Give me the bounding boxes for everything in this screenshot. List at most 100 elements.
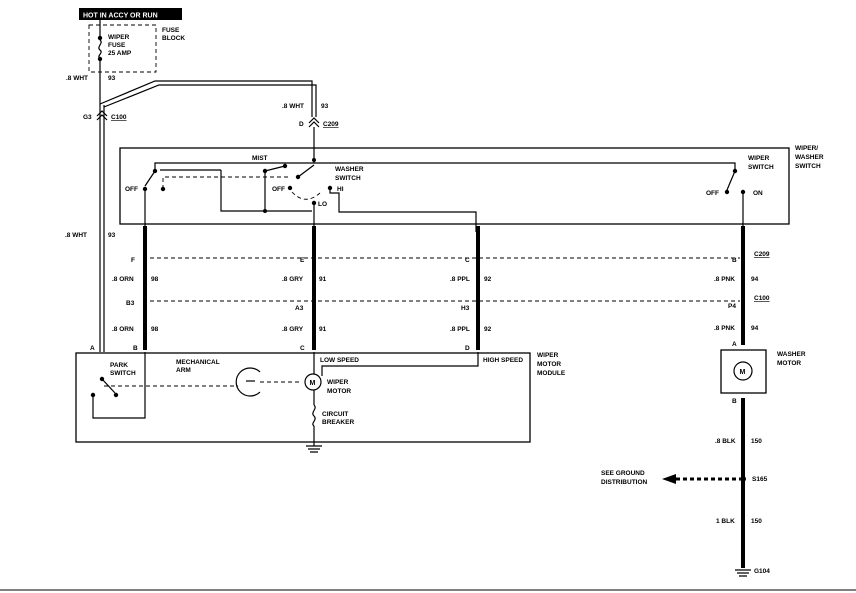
- switch-hi-contact: [327, 185, 333, 191]
- circuit-breaker-icon: [312, 404, 316, 427]
- connector-f: F: [131, 257, 135, 264]
- fuse-name-line2: FUSE: [108, 42, 126, 49]
- gry-upper-circuit: 91: [319, 276, 327, 283]
- mech-arm-line2: ARM: [176, 367, 191, 374]
- feed-left-size: .8 WHT: [66, 75, 88, 82]
- park-switch-contact-right: [113, 392, 119, 398]
- switch-lo: LO: [318, 201, 327, 208]
- mech-arm-line1: MECHANICAL: [176, 359, 220, 366]
- switch-internal-wire-2: [154, 162, 736, 170]
- switch-off-mid: OFF: [272, 186, 285, 193]
- wiper-motor-line2: MOTOR: [327, 388, 351, 395]
- blk-lower-circuit: 150: [751, 518, 762, 525]
- washer-switch-line1: WASHER: [335, 166, 364, 173]
- connector-c209-right: C209: [754, 251, 770, 258]
- switch-mist: MIST: [252, 155, 268, 162]
- connector-a3: A3: [295, 305, 304, 312]
- switch-wire-left-lower: [220, 170, 312, 212]
- pnk-upper-size: .8 PNK: [714, 276, 735, 283]
- ground-note-line1: SEE GROUND: [601, 470, 645, 477]
- connector-p4: P4: [728, 303, 736, 310]
- wiper-washer-switch-module: [119, 147, 790, 225]
- gry-upper-size: .8 GRY: [282, 276, 304, 283]
- circuit-breaker-line2: BREAKER: [322, 419, 354, 426]
- power-label: HOT IN ACCY OR RUN: [83, 13, 158, 20]
- feed-right-size: .8 WHT: [282, 103, 304, 110]
- ground-g104-icon: [735, 569, 751, 577]
- wiper-switch-on: ON: [753, 190, 763, 197]
- module-ground-icon: [306, 445, 322, 453]
- circuit-breaker-line1: CIRCUIT: [322, 411, 348, 418]
- connector-c100-top-symbol: [96, 110, 108, 121]
- high-speed-wire: [321, 352, 479, 376]
- connector-g3: G3: [83, 114, 92, 121]
- fuse-rating: 25 AMP: [108, 50, 132, 57]
- low-speed-label: LOW SPEED: [320, 357, 359, 364]
- switch-hi: HI: [337, 186, 344, 193]
- park-switch-line1: PARK: [110, 362, 128, 369]
- switch-mist-wire: [264, 165, 286, 172]
- wiper-switch-off-contact: [724, 189, 730, 195]
- wiper-motor-module: [75, 352, 531, 443]
- washer-motor-label-m: M: [740, 369, 746, 376]
- wiper-switch-line2: SWITCH: [748, 164, 774, 171]
- switch-hi-wire: [329, 190, 477, 232]
- connector-c100-right: C100: [754, 295, 770, 302]
- connector-b3: B3: [126, 300, 135, 307]
- washer-motor-title-line1: WASHER: [777, 351, 806, 358]
- fuse-block-line2: BLOCK: [162, 35, 185, 42]
- mech-arm-icon: [235, 367, 261, 397]
- park-switch-blade: [101, 378, 116, 394]
- left-vert-circuit: 93: [108, 232, 116, 239]
- motor-module-title-line1: WIPER: [537, 352, 559, 359]
- wire-93-crossover-2: [103, 84, 317, 117]
- ground-note-line2: DISTRIBUTION: [601, 479, 648, 486]
- wiper-motor-label-m: M: [310, 380, 316, 387]
- park-switch-wire: [92, 352, 146, 419]
- switch-contact-left-off: [142, 186, 148, 192]
- motor-module-title-line2: MOTOR: [537, 361, 561, 368]
- switch-arc: [291, 191, 321, 200]
- orn-lower-size: .8 ORN: [112, 326, 134, 333]
- washer-motor-connector-b: B: [732, 398, 737, 405]
- connector-c-upper: C: [465, 257, 470, 264]
- park-switch-line2: SWITCH: [110, 370, 136, 377]
- orn-lower-circuit: 98: [151, 326, 159, 333]
- switch-wire-dashed-link: [162, 176, 290, 189]
- blk-lower-size: 1 BLK: [716, 518, 735, 525]
- gry-lower-size: .8 GRY: [282, 326, 304, 333]
- switch-blade-left: [144, 170, 156, 187]
- fuse-terminal-bottom: [97, 56, 103, 62]
- blk-upper-circuit: 150: [751, 438, 762, 445]
- washer-motor-title-line2: MOTOR: [777, 360, 801, 367]
- connector-b-upper: B: [732, 257, 737, 264]
- fuse-block-outline: [88, 24, 157, 73]
- motor-module-title-line3: MODULE: [537, 370, 566, 377]
- washer-motor-box: [720, 349, 767, 394]
- connector-d-top: D: [299, 121, 304, 128]
- washer-motor-symbol: [733, 361, 753, 381]
- connector-c209-top: C209: [323, 121, 339, 128]
- module-connector-b: B: [133, 345, 138, 352]
- switch-bus-node: [312, 158, 316, 162]
- fuse-terminal-top: [97, 35, 103, 41]
- switch-off-left: OFF: [125, 186, 138, 193]
- fuse-block-line1: FUSE: [162, 27, 180, 34]
- connector-e: E: [300, 257, 305, 264]
- orn-upper-size: .8 ORN: [112, 276, 134, 283]
- left-vert-size: .8 WHT: [65, 232, 87, 239]
- ppl-upper-size: .8 PPL: [450, 276, 470, 283]
- ground-g104: G104: [754, 568, 770, 575]
- orn-upper-circuit: 98: [151, 276, 159, 283]
- module-connector-c: C: [300, 345, 305, 352]
- wiper-switch-blade: [726, 170, 736, 191]
- wiper-motor-line1: WIPER: [327, 379, 349, 386]
- splice-s165-node: [740, 476, 746, 482]
- pnk-upper-circuit: 94: [751, 276, 759, 283]
- switch-contact-mid-node: [263, 209, 267, 213]
- park-switch-contact-left: [90, 392, 96, 398]
- wiper-switch-off: OFF: [706, 190, 719, 197]
- high-speed-label: HIGH SPEED: [483, 357, 523, 364]
- gry-lower-circuit: 91: [319, 326, 327, 333]
